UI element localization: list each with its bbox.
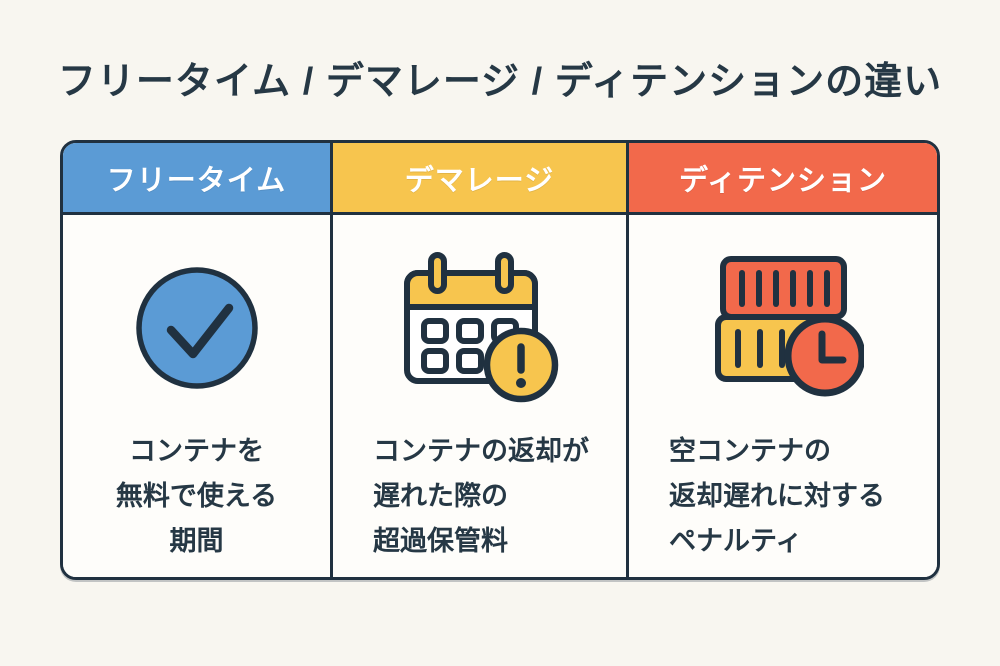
column-header-demurrage: デマレージ (330, 143, 629, 215)
comparison-table: フリータイム デマレージ ディテンション コンテナを 無料で使える 期間 (60, 140, 940, 580)
column-header-detention: ディテンション (629, 143, 937, 215)
description-detention: 空コンテナの 返却遅れに対する ペナルティ (629, 429, 937, 564)
column-body-detention: 空コンテナの 返却遅れに対する ペナルティ (629, 215, 937, 577)
description-line: コンテナの返却が (373, 436, 589, 466)
check-circle-icon (133, 247, 261, 409)
page-title: フリータイム / デマレージ / ディテンションの違い (57, 61, 943, 103)
description-line: 超過保管料 (373, 526, 508, 556)
column-body-free-time: コンテナを 無料で使える 期間 (63, 215, 330, 577)
description-line: 返却遅れに対する (669, 481, 885, 511)
description-line: 遅れた際の (373, 481, 508, 511)
description-line: ペナルティ (669, 526, 803, 556)
description-line: コンテナを (129, 436, 264, 466)
column-body-demurrage: コンテナの返却が 遅れた際の 超過保管料 (330, 215, 629, 577)
description-line: 空コンテナの (669, 436, 831, 466)
description-free-time: コンテナを 無料で使える 期間 (63, 429, 330, 564)
description-line: 無料で使える (115, 481, 278, 511)
description-demurrage: コンテナの返却が 遅れた際の 超過保管料 (333, 429, 626, 564)
calendar-alert-icon (399, 247, 561, 409)
column-header-free-time: フリータイム (63, 143, 330, 215)
container-clock-icon (702, 247, 864, 409)
description-line: 期間 (169, 526, 224, 556)
